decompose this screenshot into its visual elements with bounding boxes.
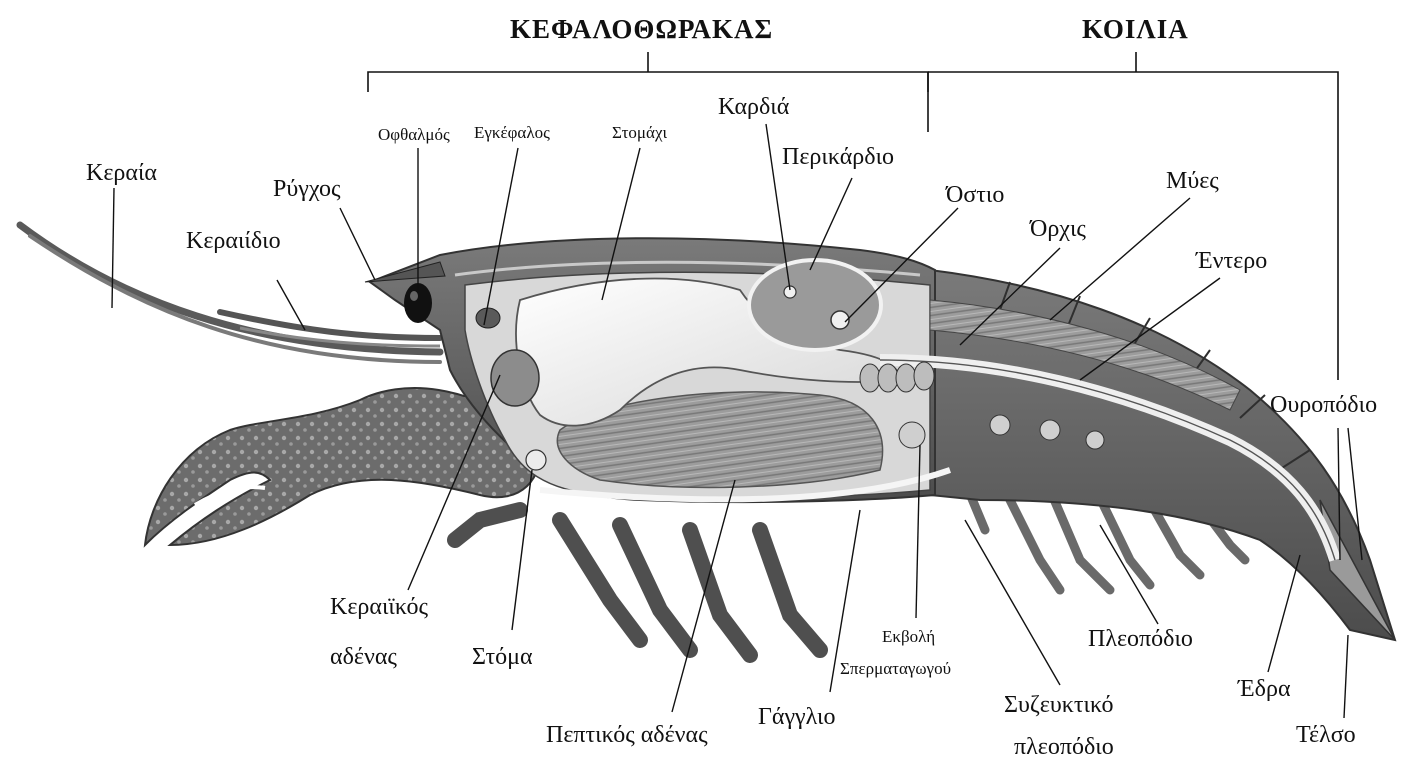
label-antennule: Κεραιίδιο [186,228,281,254]
label-ganglion: Γάγγλιο [758,704,835,730]
label-anus: Έδρα [1237,676,1291,702]
label-antenna: Κεραία [86,160,157,186]
label-pleopod: Πλεοπόδιο [1088,626,1193,652]
crayfish-illustration [20,225,1395,655]
label-mouth: Στόμα [472,644,533,670]
label-ostium: Όστιο [945,182,1004,208]
label-brain: Εγκέφαλος [474,123,550,142]
label-testis: Όρχις [1029,216,1086,242]
cephalothorax-header: ΚΕΦΑΛΟΘΩΡΑΚΑΣ [510,14,773,44]
abdomen-header: ΚΟΙΛΙΑ [1082,14,1189,44]
label-intestine: Έντερο [1195,248,1267,274]
label-green-gland-2: αδένας [330,644,397,670]
brain-shape [476,308,500,328]
label-digestive-gland: Πεπτικός αδένας [546,722,708,748]
label-copulatory-2: πλεοπόδιο [1014,734,1114,758]
label-uropod: Ουροπόδιο [1270,392,1377,418]
label-telson: Τέλσο [1296,722,1356,748]
label-sperm-duct-1: Εκβολή [882,627,935,646]
label-muscles: Μύες [1166,168,1219,194]
antenna-shape-2 [30,236,440,362]
label-eye: Οφθαλμός [378,125,450,144]
label-sperm-duct-2: Σπερματαγωγού [840,659,951,678]
label-green-gland-1: Κεραιϊκός [330,594,428,620]
label-pericardium: Περικάρδιο [782,144,894,170]
cephalothorax-bracket [368,72,928,92]
mouth-shape [526,450,546,470]
label-copulatory-1: Συζευκτικό [1004,692,1114,718]
label-heart: Καρδιά [718,94,790,120]
label-stomach: Στομάχι [612,123,667,142]
label-rostrum: Ρύγχος [273,176,341,202]
walking-legs [455,510,820,655]
